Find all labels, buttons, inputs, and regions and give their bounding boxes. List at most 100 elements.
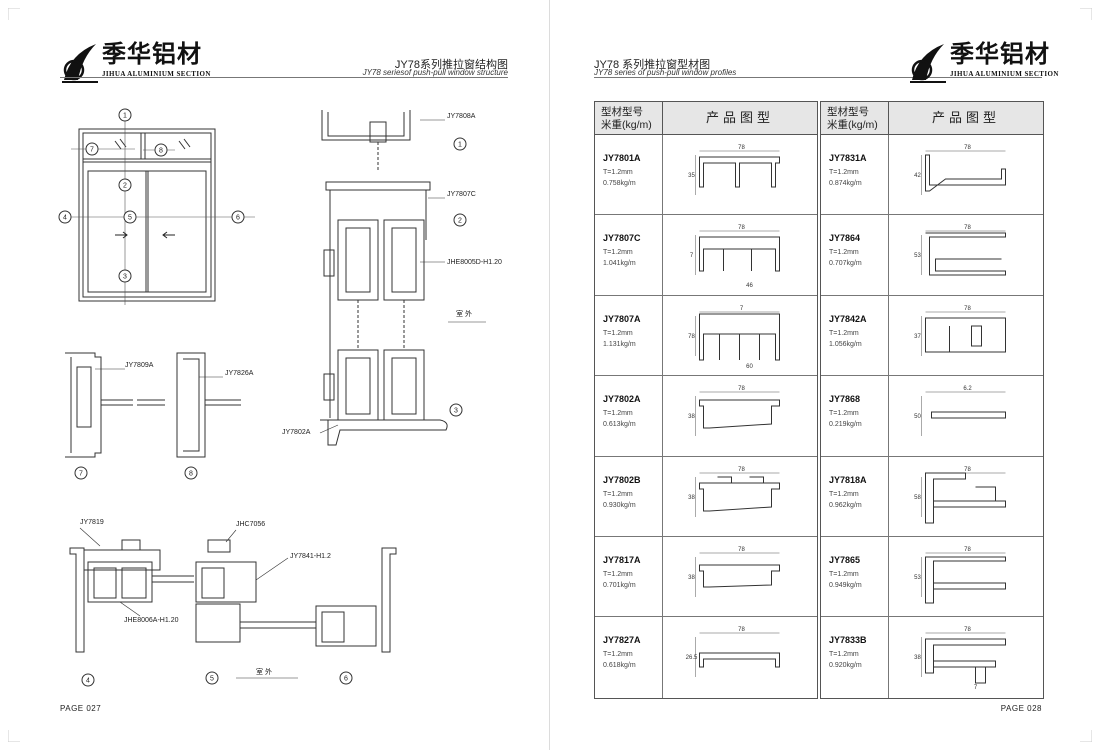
profile-thickness: T=1.2mm xyxy=(603,249,633,257)
label-jy7826a: JY7826A xyxy=(225,370,254,377)
profile-thickness: T=1.2mm xyxy=(603,410,633,418)
dimension-label: 7 xyxy=(690,253,694,259)
profile-weight: 0.930kg/m xyxy=(603,501,636,509)
profile-drawing: 6.2 50 xyxy=(889,376,1043,455)
brand-name-en: JIHUA ALUMINIUM SECTION xyxy=(950,70,1059,78)
brand-name-cn: 季华铝材 xyxy=(950,40,1050,68)
dimension-label: 38 xyxy=(688,575,695,581)
marker-7: 7 xyxy=(79,471,83,478)
dimension-label: 50 xyxy=(914,414,921,420)
profile-code: JY7817A xyxy=(603,554,641,565)
profile-section-drawing: 7842 xyxy=(914,145,1006,195)
profile-table-right: 型材型号 米重(kg/m) 产品图型 JY7831A T=1.2mm 0.874kg… xyxy=(820,101,1044,699)
profile-code: JY7831A xyxy=(829,153,867,163)
dimension-label: 60 xyxy=(746,364,753,370)
label-jy7819: JY7819 xyxy=(80,519,104,526)
profile-drawing: 7 78 60 xyxy=(663,296,817,375)
profile-drawing: 78 38 xyxy=(663,537,817,616)
profile-thickness: T=1.2mm xyxy=(603,570,633,578)
label-jy7808a: JY7808A xyxy=(447,113,476,120)
header-rule xyxy=(594,77,1042,78)
profile-thickness: T=1.2mm xyxy=(829,490,859,498)
dimension-label: 78 xyxy=(738,547,745,553)
profile-code: JY7802A xyxy=(603,394,641,405)
marker-2: 2 xyxy=(458,218,462,225)
label-jhc7056: JHC7056 xyxy=(236,521,265,528)
marker-1: 1 xyxy=(458,142,462,149)
brand-name-en: JIHUA ALUMINIUM SECTION xyxy=(102,70,211,78)
label-jhe8006a: JHE8006A-H1.20 xyxy=(124,617,179,624)
profile-weight: 0.707kg/m xyxy=(829,260,862,268)
dimension-label: 38 xyxy=(914,655,921,661)
profile-thickness: T=1.2mm xyxy=(603,490,633,498)
page-number: PAGE 028 xyxy=(1000,704,1042,713)
profile-weight: 0.758kg/m xyxy=(603,180,636,187)
outside-label: 室 外 xyxy=(256,667,272,676)
dimension-label: 7 xyxy=(740,306,744,312)
marker-6: 6 xyxy=(344,676,348,683)
profile-weight: 0.618kg/m xyxy=(603,662,636,670)
profile-code: JY7807A xyxy=(603,313,641,324)
profile-section-drawing: 7 78 60 xyxy=(688,306,780,370)
profile-code: JY7868 xyxy=(829,394,861,405)
brand-logo: 季华铝材 JIHUA ALUMINIUM SECTION xyxy=(908,40,1059,84)
profile-thickness: T=1.2mm xyxy=(603,169,633,176)
profile-section-drawing: 6.2 50 xyxy=(914,386,1006,437)
dimension-label: 78 xyxy=(738,145,745,151)
profile-weight: 0.949kg/m xyxy=(829,581,862,589)
dimension-label: 58 xyxy=(914,495,921,501)
label-jhe8005d: JHE8005D-H1.20 xyxy=(447,259,502,266)
header-model: 型材型号 xyxy=(827,106,869,118)
profile-thickness: T=1.2mm xyxy=(829,169,859,176)
brand-logo: 季华铝材 JIHUA ALUMINIUM SECTION xyxy=(60,40,211,84)
profile-thickness: T=1.2mm xyxy=(829,410,859,418)
profile-section-drawing: 78 35 xyxy=(688,145,780,195)
profile-code: JY7865 xyxy=(829,554,861,565)
dimension-label: 37 xyxy=(914,334,921,340)
dimension-label: 78 xyxy=(964,627,971,633)
dimension-label: 78 xyxy=(688,334,695,340)
brand-logo-icon xyxy=(910,44,946,83)
window-elevation-drawing: 1 2 3 4 5 6 7 8 xyxy=(58,108,255,305)
dimension-label: 78 xyxy=(964,225,971,231)
vertical-section-drawing: JY7808A JY7807C JHE8005D-H1.20 JY7802A 室… xyxy=(282,110,502,446)
table-header: 型材型号 米重(kg/m) 产品图型 xyxy=(821,102,1043,135)
dimension-label: 6.2 xyxy=(963,386,972,392)
dimension-label: 7 xyxy=(974,685,978,691)
dimension-label: 78 xyxy=(964,145,971,151)
table-header: 型材型号 米重(kg/m) 产品图型 xyxy=(595,102,817,135)
profile-weight: 0.874kg/m xyxy=(829,180,862,187)
profile-code: JY7833B xyxy=(829,635,867,646)
label-jy7802a: JY7802A xyxy=(282,429,311,436)
header-model: 型材型号 xyxy=(601,106,643,118)
page-title-cn: JY78 系列推拉窗型材图 xyxy=(594,59,711,71)
dimension-label: 78 xyxy=(738,467,745,473)
marker-5: 5 xyxy=(128,215,132,222)
brand-name-cn: 季华铝材 xyxy=(102,40,202,68)
dimension-label: 35 xyxy=(688,173,695,179)
